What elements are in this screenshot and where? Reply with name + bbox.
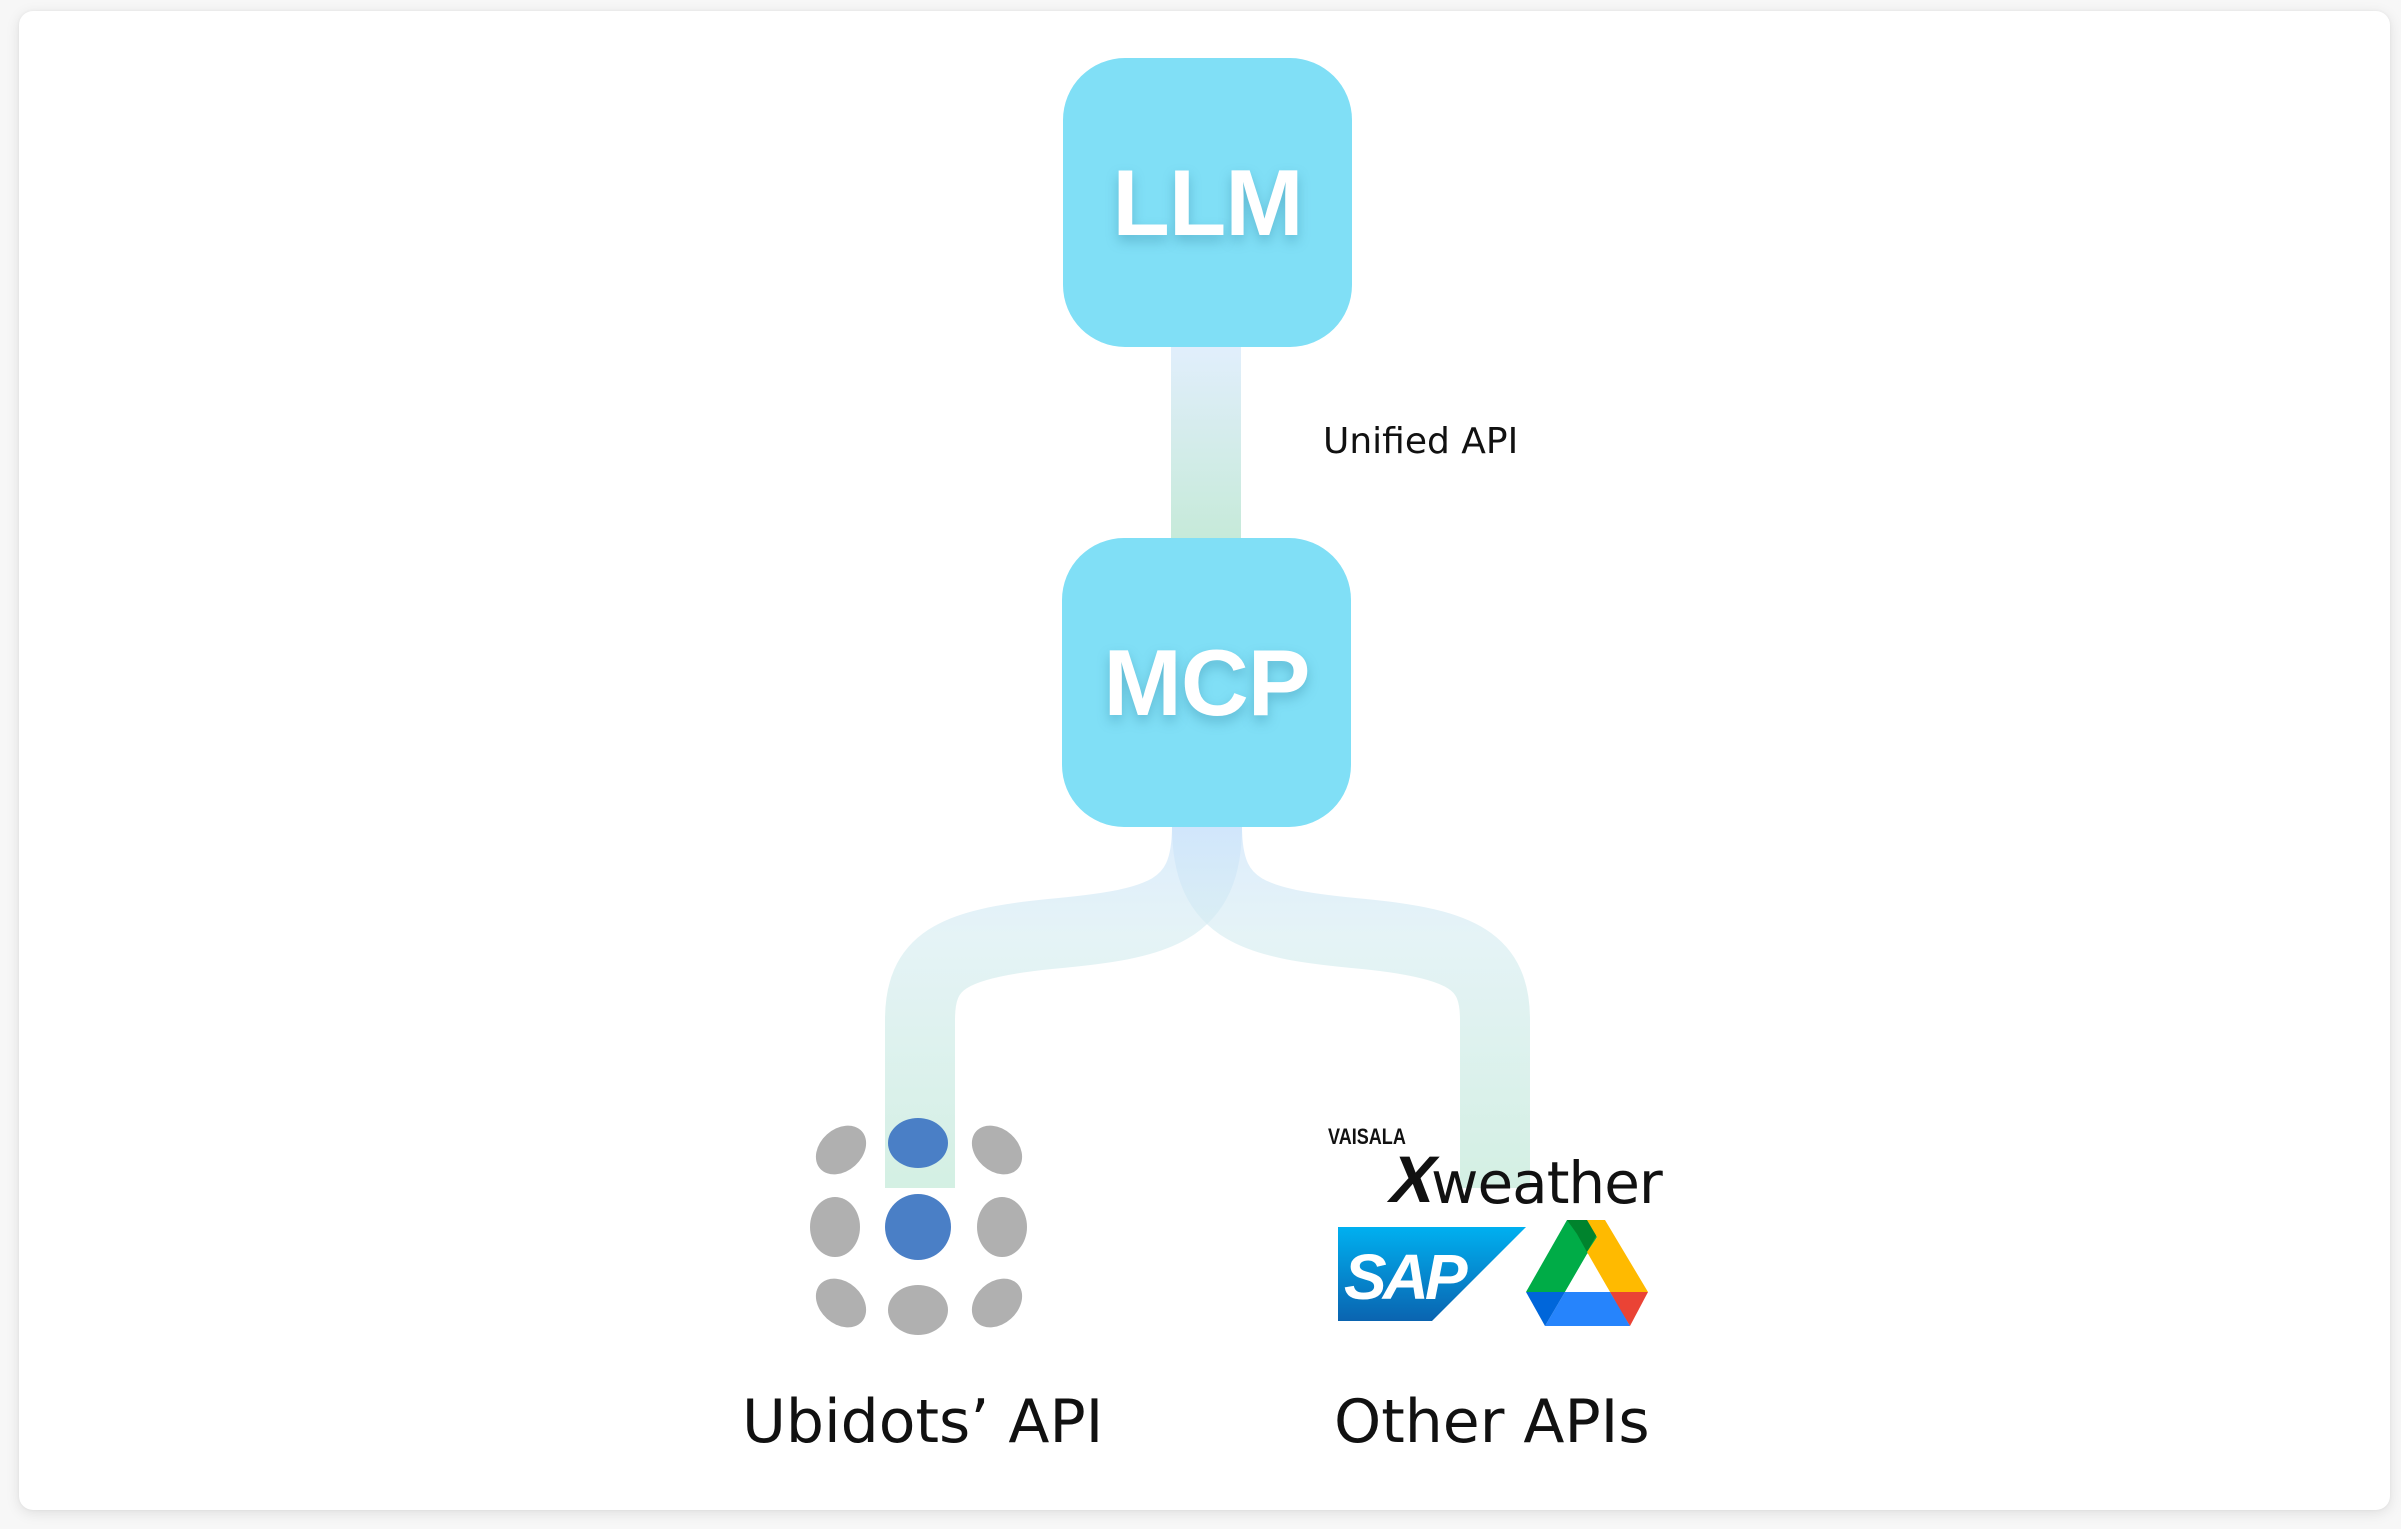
ubidots-dot [977,1197,1027,1257]
ubidots-dot [888,1285,948,1335]
sap-logo: SAP [1338,1227,1526,1321]
ubidots-dot [815,1125,867,1175]
xweather-text: weather [1431,1149,1663,1217]
ubidots-dot-blue [885,1194,951,1260]
llm-node-label: LLM [1112,149,1303,255]
ubidots-dot [971,1278,1023,1328]
ubidots-api-label: Ubidots’ API [742,1387,1104,1457]
mcp-node-label: MCP [1103,629,1311,735]
connector-mcp-other [1172,824,1530,1188]
sap-logo-text: SAP [1344,1241,1468,1313]
ubidots-dot [815,1278,867,1328]
ubidots-dot-blue [888,1118,948,1168]
llm-node: LLM [1063,58,1352,347]
connector-llm-mcp [1171,346,1241,539]
google-drive-logo [1526,1220,1648,1326]
mcp-node: MCP [1062,538,1351,827]
ubidots-dot [810,1197,860,1257]
ubidots-dot [971,1125,1023,1175]
ubidots-dots-logo [810,1118,1027,1335]
unified-api-label: Unified API [1323,421,1519,462]
vaisala-wordmark: VAISALA [1328,1124,1406,1149]
other-apis-label: Other APIs [1334,1387,1650,1457]
